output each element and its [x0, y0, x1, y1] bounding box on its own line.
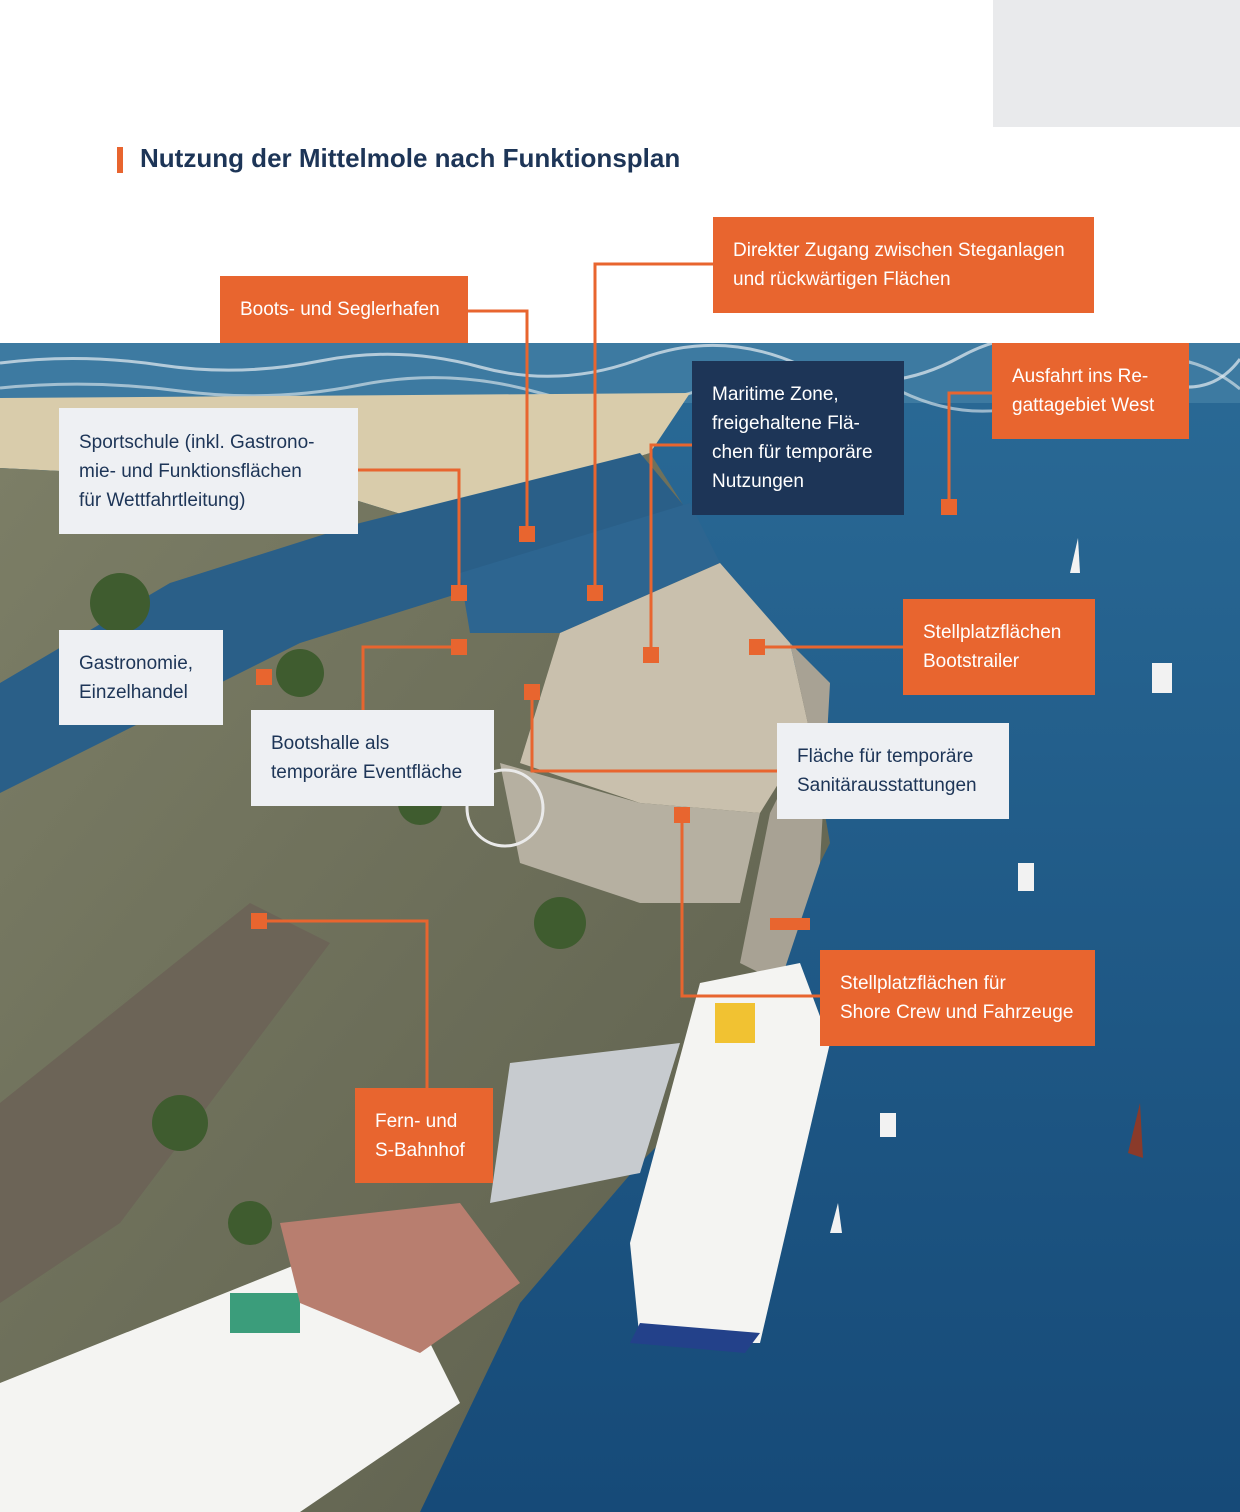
label-stellplatz-bootstrailer: Stellplatzflächen Bootstrailer — [903, 599, 1095, 695]
label-sportschule: Sportschule (inkl. Gastrono- mie- und Fu… — [59, 408, 358, 534]
ferris-wheel — [465, 768, 545, 848]
label-bootshalle: Bootshalle als temporäre Eventfläche — [251, 710, 494, 806]
cruise-ship-2 — [0, 1263, 460, 1512]
title-accent-bar — [117, 147, 123, 173]
cruise-ship-1 — [630, 963, 830, 1343]
cruise-terminal — [490, 1043, 680, 1203]
label-shore-crew: Stellplatzflächen für Shore Crew und Fah… — [820, 950, 1095, 1046]
label-ausfahrt: Ausfahrt ins Re- gattagebiet West — [992, 343, 1189, 439]
plaza — [280, 1203, 520, 1353]
label-maritime-zone: Maritime Zone, freigehaltene Flä- chen f… — [692, 361, 904, 515]
page-title: Nutzung der Mittelmole nach Funktionspla… — [140, 143, 681, 173]
corner-box — [993, 0, 1240, 127]
label-boots-seglerhafen: Boots- und Seglerhafen — [220, 276, 468, 343]
label-sanitaer: Fläche für temporäre Sanitärausstattunge… — [777, 723, 1009, 819]
harbor-canal — [0, 453, 690, 793]
label-direkter-zugang: Direkter Zugang zwischen Steganlagen und… — [713, 217, 1094, 313]
label-bahnhof: Fern- und S-Bahnhof — [355, 1088, 493, 1183]
label-gastronomie: Gastronomie, Einzelhandel — [59, 630, 223, 725]
